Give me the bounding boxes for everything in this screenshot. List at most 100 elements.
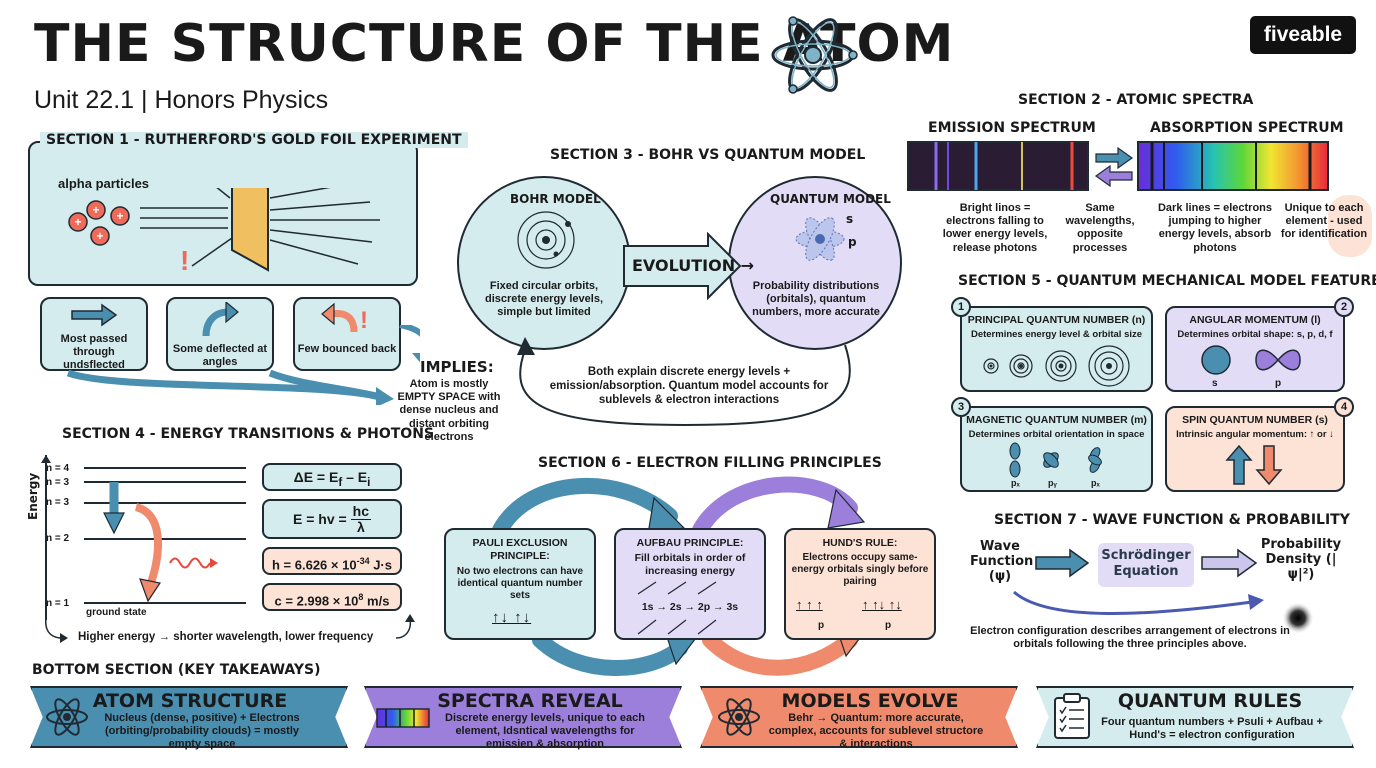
angular-card	[1165, 306, 1345, 392]
principal-desc: Determines energy level & orbital size	[970, 329, 1143, 340]
both-loop	[517, 337, 851, 427]
atom-icon	[46, 698, 88, 736]
implies-text: Atom is mostly EMPTY SPACE with dense nu…	[397, 378, 501, 443]
shape-s-label: s	[1212, 378, 1218, 389]
card1-number: 1	[951, 297, 971, 317]
fiveable-logo[interactable]: fiveable	[1250, 16, 1356, 54]
level-n3-upper: n = 3	[46, 477, 70, 488]
section5-title: SECTION 5 - QUANTUM MECHANICAL MODEL FEA…	[958, 273, 1376, 289]
svg-text:+: +	[116, 209, 123, 223]
implies-arrows	[66, 325, 420, 405]
schrodinger-box	[1098, 543, 1194, 587]
aufbau-title: AUFBAU PRINCIPLE:	[636, 537, 744, 549]
banner-atom-title: ATOM STRUCTURE	[92, 690, 288, 712]
orientation-label-3: pₓ	[1091, 478, 1100, 488]
atom-icon	[718, 698, 760, 736]
svg-text:+: +	[92, 203, 99, 217]
configuration-note: Electron configuration describes arrange…	[970, 625, 1290, 651]
arrow-to-probability	[1201, 548, 1258, 578]
shape-p-label: p	[1275, 378, 1282, 389]
unique-note: Unique to each element - used for identi…	[1280, 202, 1368, 241]
principal-title: PRINCIPAL QUANTUM NUMBER (n)	[967, 314, 1146, 326]
hund-text: Electrons occupy same-energy orbitals si…	[791, 552, 929, 587]
both-text: Both explain discrete energy levels + em…	[549, 366, 829, 406]
angular-desc: Determines orbital shape: s, p, d, f	[1177, 329, 1333, 340]
outcome-passed: Most passed through undsflected	[40, 297, 148, 371]
level-n3: n = 3	[46, 497, 70, 508]
quantum-title: QUANTUM MODEL	[770, 192, 891, 206]
outcome-bounced: Few bounced back	[293, 297, 401, 371]
orbital-orientation-icons	[1009, 442, 1102, 478]
curved-arrow-icon	[202, 302, 239, 337]
probability-density-label: Probability Density (|ψ|²)	[1260, 537, 1342, 582]
hund-card	[784, 528, 936, 640]
orbital-shape-icons	[1201, 345, 1301, 375]
banner-atom-structure	[30, 686, 348, 748]
quantum-circle	[728, 176, 902, 350]
spin-card	[1165, 406, 1345, 492]
alpha-label: alpha particles	[58, 176, 150, 191]
orientation-label-1: pₓ	[1011, 478, 1020, 488]
delta-energy-formula: ΔE = Ef – Ei	[262, 463, 402, 491]
bohr-title: BOHR MODEL	[510, 192, 601, 206]
section2-title: SECTION 2 - ATOMIC SPECTRA	[1018, 92, 1254, 108]
spectra-diagram	[907, 141, 1329, 191]
spin-title: SPIN QUANTUM NUMBER (s)	[1182, 414, 1328, 426]
absorption-note: Dark lines = electrons jumping to higher…	[1157, 202, 1273, 254]
level-n2: n = 2	[46, 533, 70, 544]
spectrum-icon	[376, 708, 430, 728]
same-wavelength-note: Same wavelengths, opposite processes	[1065, 202, 1135, 254]
emission-note: Bright linos = electrons falling to lowe…	[942, 202, 1048, 254]
svg-text:!: !	[360, 307, 368, 334]
section4-title: SECTION 4 - ENERGY TRANSITIONS & PHOTONS	[62, 426, 435, 442]
gold-foil-diagram: ++++ !	[68, 188, 380, 276]
angular-title: ANGULAR MOMENTUM (l)	[1189, 314, 1321, 326]
hund-title: HUND'S RULE:	[822, 537, 898, 549]
hund-p-label-b: p	[885, 620, 892, 631]
magnetic-title: MAGNETIC QUANTUM NUMBER (m)	[966, 414, 1147, 426]
bohr-orbit-icon	[517, 211, 575, 269]
card2-number: 2	[1334, 297, 1354, 317]
card3-number: 3	[951, 397, 971, 417]
banner-spectra-title: SPECTRA REVEAL	[437, 690, 623, 712]
right-arrow-icon	[71, 303, 118, 327]
principal-card	[960, 306, 1153, 392]
aufbau-sequence: 1s → 2s → 2p → 3s	[641, 601, 739, 613]
hund-orbital-b: ↑ ↑↓ ↑↓	[862, 597, 902, 612]
unique-highlight	[1328, 195, 1372, 257]
arrow-to-schrodinger	[1035, 548, 1090, 578]
orientation-label-2: pᵧ	[1048, 478, 1057, 488]
banner-atom-text: Nucleus (dense, positive) + Electrons (o…	[104, 712, 300, 751]
wave-loop-arrow	[1013, 590, 1314, 634]
emission-label: EMISSION SPECTRUM	[928, 120, 1096, 136]
energy-axis-label: Energy	[26, 472, 40, 520]
planck-constant: h = 6.626 × 10-34 J·s	[262, 547, 402, 575]
orbital-cloud-icon	[795, 217, 845, 261]
aufbau-card	[614, 528, 766, 640]
energy-footer-arrows	[45, 614, 415, 643]
atom-icon	[771, 16, 858, 94]
level-n1: n = 1	[46, 598, 70, 609]
banner-models-text: Behr → Quantum: more accurate, complex, …	[768, 712, 984, 751]
banner-rules-title: QUANTUM RULES	[1117, 690, 1303, 712]
svg-text:+: +	[96, 229, 103, 243]
pauli-card	[444, 528, 596, 640]
page-subtitle: Unit 22.1 | Honors Physics	[34, 86, 329, 114]
speed-of-light: c = 2.998 × 108 m/s	[262, 583, 402, 611]
wave-function-label: Wave Function (ψ)	[970, 539, 1034, 584]
bohr-circle	[457, 176, 631, 350]
photon-energy-formula: E = hv = hc λ	[262, 499, 402, 539]
schrodinger-label: Schrödinger Equation	[1101, 548, 1191, 579]
svg-text:+: +	[74, 215, 81, 229]
orbital-size-icons	[983, 345, 1130, 387]
magnetic-card	[960, 406, 1153, 492]
spin-arrows-icon	[1225, 444, 1283, 486]
banner-models-title: MODELS EVOLVE	[781, 690, 959, 712]
absorption-label: ABSORPTION SPECTRUM	[1150, 120, 1344, 136]
orbital-p-label: p	[848, 235, 857, 249]
outcome-deflected: Some deflected at angles	[166, 297, 274, 371]
card4-number: 4	[1334, 397, 1354, 417]
banner-spectra-text: Discrete energy levels, unique to each e…	[445, 712, 645, 751]
aufbau-diagonal-arrows	[637, 581, 717, 635]
implies-title: IMPLIES:	[420, 358, 494, 376]
